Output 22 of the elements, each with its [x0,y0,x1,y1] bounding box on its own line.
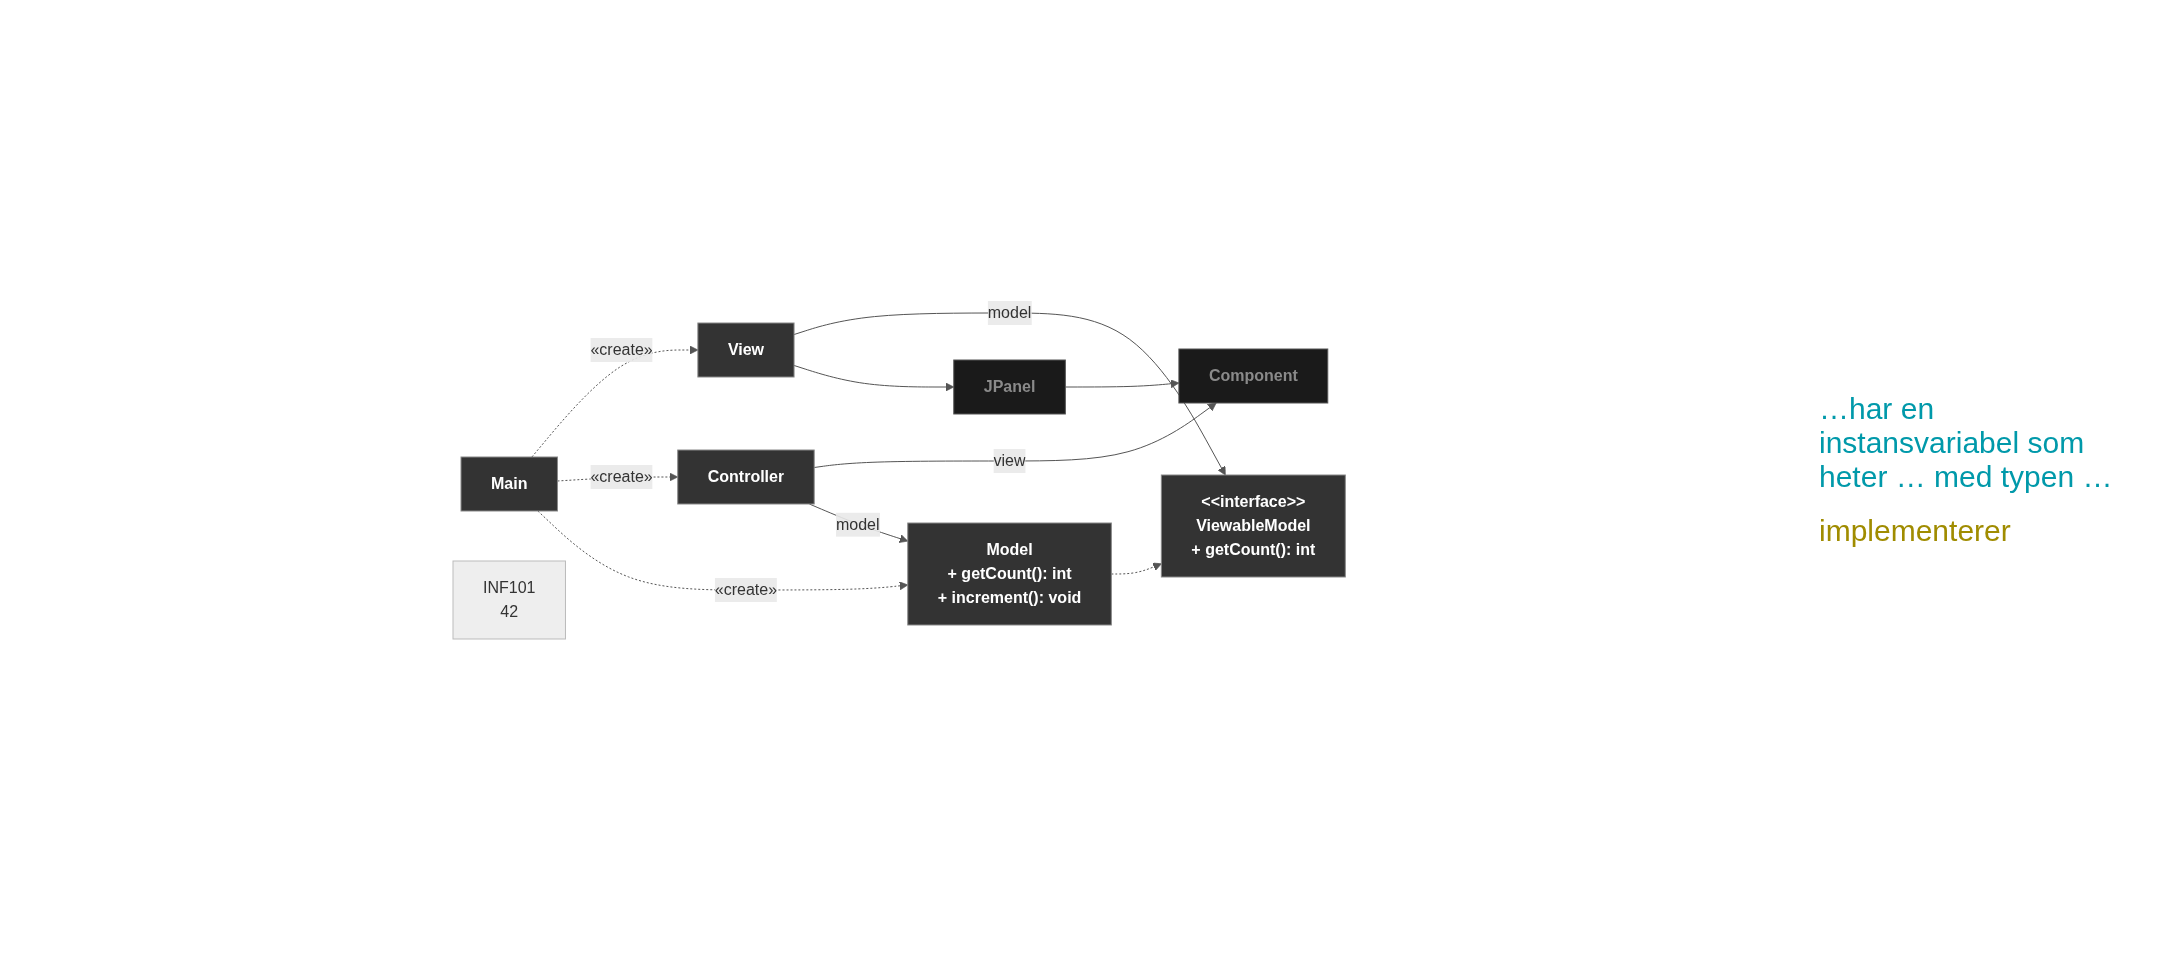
node-box: <<interface>> ViewableModel + getCount(): int [1161,474,1347,578]
node-box: INF101 42 [452,560,567,640]
edge-label: model [836,515,880,533]
arrow [1065,379,1180,389]
node-box: Model + getCount(): int + increment(): void [907,522,1113,626]
node-box: View [697,322,795,378]
edge-label: «create» [590,341,654,358]
node-box: Component [1178,348,1329,404]
edge-label: model [988,304,1032,321]
arrow [531,345,699,458]
arrow [814,402,1217,468]
arrow [1111,562,1163,575]
edge-label: «create» [590,468,654,485]
edge-label: «create» [715,581,778,598]
arrow [793,364,955,392]
arrow [793,312,1227,476]
annotation-text: …har en instansvariabel som heter … med typen … [1819,392,2114,494]
node-box: JPanel [953,359,1067,415]
node-box: Main [460,456,559,512]
edge-label: view [993,452,1026,469]
annotation-text: implementerer [1819,514,2012,548]
node-box: Controller [677,449,816,505]
